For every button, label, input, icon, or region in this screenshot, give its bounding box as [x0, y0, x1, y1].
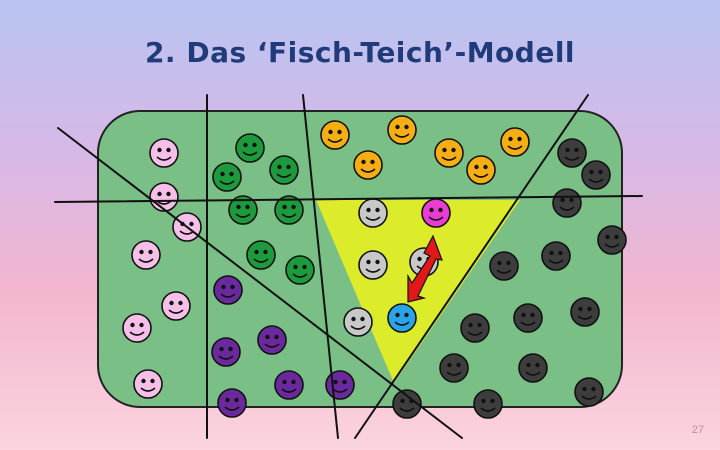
- smiley-face-icon-pink: [131, 240, 161, 270]
- fish-layer: [122, 115, 627, 419]
- smiley-face-icon-dark: [513, 303, 543, 333]
- smiley-face-icon-orange: [434, 138, 464, 168]
- smiley-face-icon-dark: [557, 138, 587, 168]
- smiley-face-icon-magenta: [421, 198, 451, 228]
- smiley-face-icon-orange: [387, 115, 417, 145]
- smiley-face-icon-green: [274, 195, 304, 225]
- smiley-face-icon-purple: [213, 275, 243, 305]
- smiley-face-icon-dark: [473, 389, 503, 419]
- smiley-face-icon-dark: [439, 353, 469, 383]
- smiley-face-icon-purple: [211, 337, 241, 367]
- smiley-face-icon-dark: [570, 297, 600, 327]
- smiley-face-icon-orange: [353, 150, 383, 180]
- smiley-face-icon-green: [285, 255, 315, 285]
- smiley-face-icon-pink: [149, 138, 179, 168]
- smiley-face-icon-dark: [574, 377, 604, 407]
- smiley-face-icon-green: [235, 133, 265, 163]
- smiley-face-icon-green: [212, 162, 242, 192]
- smiley-face-icon-light-gray: [358, 198, 388, 228]
- smiley-face-icon-dark: [460, 313, 490, 343]
- smiley-face-icon-purple: [217, 388, 247, 418]
- boundary-line: [354, 94, 589, 439]
- smiley-face-icon-pink: [122, 313, 152, 343]
- boundary-line: [57, 127, 463, 439]
- smiley-face-icon-purple: [325, 370, 355, 400]
- smiley-face-icon-orange: [320, 120, 350, 150]
- smiley-face-icon-purple: [257, 325, 287, 355]
- smiley-face-icon-green: [269, 155, 299, 185]
- page-number: 27: [691, 424, 704, 436]
- smiley-face-icon-pink: [133, 369, 163, 399]
- smiley-face-icon-dark: [597, 225, 627, 255]
- slide-title: 2. Das ‘Fisch-Teich’-Modell: [144, 36, 576, 69]
- smiley-face-icon-purple: [274, 370, 304, 400]
- smiley-face-icon-pink: [149, 182, 179, 212]
- switching-arrow: [407, 234, 443, 303]
- smiley-face-icon-pink: [161, 291, 191, 321]
- smiley-face-icon-dark: [552, 188, 582, 218]
- smiley-face-icon-dark: [489, 251, 519, 281]
- smiley-face-icon-light-gray: [358, 250, 388, 280]
- double-arrow-icon: [407, 234, 443, 303]
- smiley-face-icon-blue: [387, 303, 417, 333]
- smiley-face-icon-orange: [466, 155, 496, 185]
- smiley-face-icon-light-gray: [343, 307, 373, 337]
- smiley-face-icon-green: [246, 240, 276, 270]
- smiley-face-icon-dark: [581, 160, 611, 190]
- segment-boundaries: [54, 94, 643, 439]
- smiley-face-icon-dark: [518, 353, 548, 383]
- smiley-face-icon-dark: [392, 389, 422, 419]
- smiley-face-icon-green: [228, 195, 258, 225]
- boundary-line: [302, 94, 339, 439]
- smiley-face-icon-dark: [541, 241, 571, 271]
- smiley-face-icon-orange: [500, 127, 530, 157]
